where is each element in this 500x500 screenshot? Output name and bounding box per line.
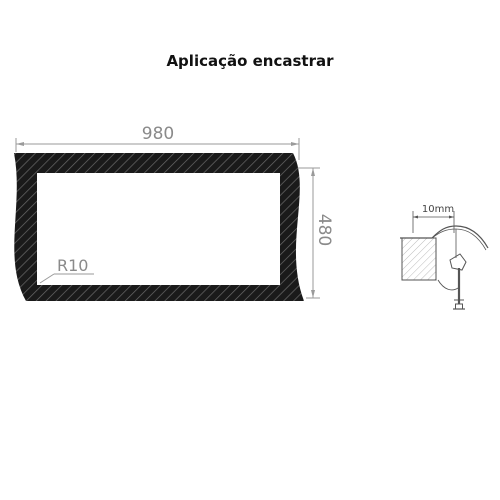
diagram-title: Aplicação encastrar	[166, 52, 334, 70]
radius-label: R10	[57, 256, 88, 275]
clearance-label: 10mm	[422, 204, 454, 215]
radius-callout: R10	[39, 256, 94, 284]
height-dimension: 480	[298, 167, 334, 299]
mounting-detail: 10mm	[400, 204, 489, 310]
height-label: 480	[314, 214, 334, 246]
width-dimension: 980	[15, 124, 300, 160]
width-label: 980	[142, 124, 174, 144]
sink-frame	[14, 153, 304, 301]
